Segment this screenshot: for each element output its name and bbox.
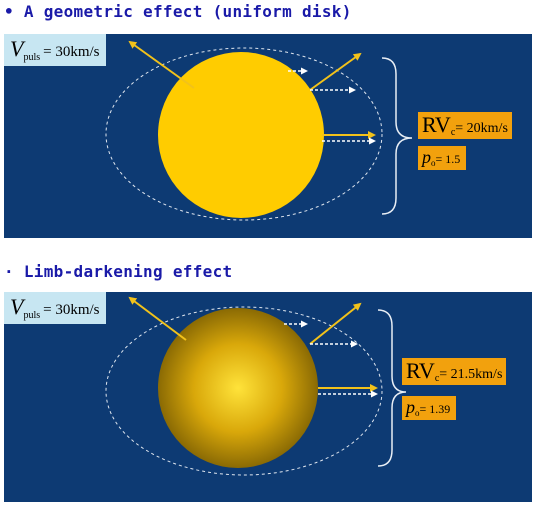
uniform-disk [158, 52, 324, 218]
projection-factor-label: po= 1.39 [402, 396, 457, 420]
pulsation-velocity-label: Vpuls= 30km/s [4, 34, 106, 66]
panel-limb-darkening: Vpuls= 30km/s RVc= 21.5km/s po= 1.39 [4, 292, 532, 502]
velocity-arrow-upper-left [128, 40, 195, 89]
pulsation-velocity-label: Vpuls= 30km/s [4, 292, 106, 324]
diagram-limb-darkening [105, 296, 407, 476]
limb-darkened-disk [158, 308, 318, 468]
velocity-arrow-upper-right [309, 52, 362, 91]
curly-brace [381, 57, 413, 215]
curly-brace [377, 309, 407, 467]
projection-factor-label: po= 1.5 [418, 146, 467, 170]
velocity-arrow-upper-right [309, 302, 362, 345]
diagram-uniform-disk [105, 40, 413, 221]
panel-uniform-disk: Vpuls= 30km/s RVc= 20km/s po= 1.5 [4, 34, 532, 238]
orbit-ellipse [105, 306, 383, 476]
heading-limb-darkening: · Limb-darkening effect [4, 262, 233, 281]
radial-velocity-label: RVc= 21.5km/s [402, 358, 507, 385]
radial-velocity-label: RVc= 20km/s [418, 112, 512, 139]
heading-uniform-disk: • A geometric effect (uniform disk) [4, 2, 352, 21]
velocity-arrow-upper-left [128, 296, 187, 341]
orbit-ellipse [105, 47, 383, 221]
